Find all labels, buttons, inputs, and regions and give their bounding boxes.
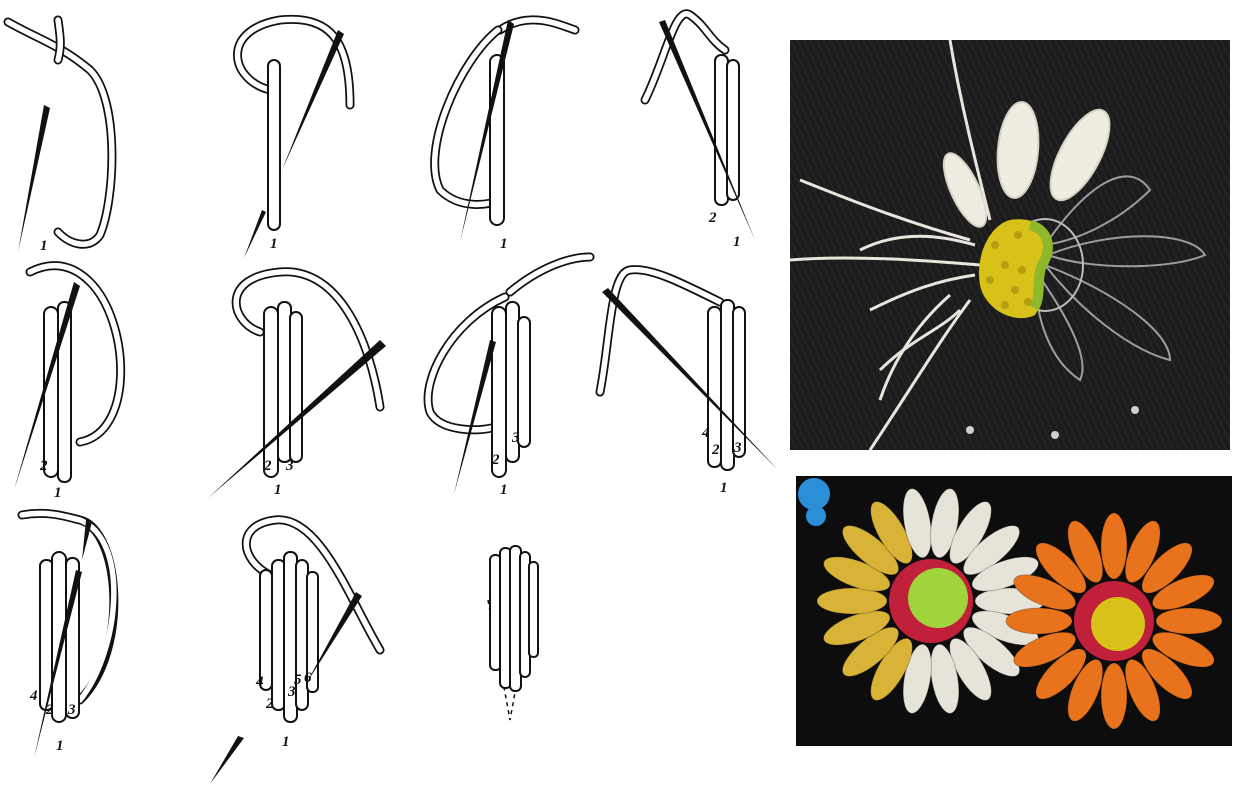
step-label: 1 (40, 238, 48, 254)
stitch-step-10: 4 3 5 6 2 1 (200, 500, 400, 786)
step-label: 1 (54, 485, 62, 501)
step-label: 2 (263, 458, 272, 474)
petal (1006, 608, 1072, 634)
stitch-step-6: 2 3 1 (200, 262, 400, 502)
step-label: 2 (491, 452, 500, 468)
step-label: 1 (282, 734, 290, 750)
petal (817, 588, 887, 614)
embroidery-photo-finished-flowers (796, 476, 1232, 746)
needle (602, 288, 778, 470)
petal (1101, 513, 1127, 579)
stitch-step-4: 2 1 (625, 0, 770, 260)
step-label: 1 (500, 236, 508, 252)
step-label: 1 (720, 480, 728, 496)
stitch-step-9: 4 2 3 1 (0, 500, 150, 760)
stitch-step-1: 1 (0, 0, 150, 260)
stitch-step-2: 1 (200, 0, 390, 260)
flower-center-left (889, 559, 973, 643)
petal (1156, 608, 1222, 634)
step-label: 5 (294, 672, 302, 688)
needle (282, 30, 344, 170)
stitch-step-5: 2 1 (0, 262, 150, 502)
step-label: 3 (511, 430, 520, 446)
step-label: 4 (29, 688, 38, 704)
step-label: 2 (708, 210, 717, 226)
stitch-step-11 (460, 540, 560, 730)
step-label: 1 (733, 234, 741, 250)
needle (454, 340, 496, 494)
stitch-step-8: 4 2 3 1 (590, 262, 780, 502)
step-label: 1 (270, 236, 278, 252)
step-label: 3 (285, 458, 294, 474)
step-label: 2 (265, 696, 274, 712)
step-label: 4 (701, 425, 710, 441)
needle (18, 105, 50, 252)
stitch-step-3: 1 (420, 0, 590, 260)
step-label: 3 (733, 440, 742, 456)
flower-center-right (1074, 581, 1154, 661)
step-label: 6 (304, 670, 312, 686)
step-label: 2 (39, 458, 48, 474)
step-label: 1 (274, 482, 282, 498)
needle (659, 20, 755, 240)
petal (1101, 663, 1127, 729)
embroidery-photo-daisy-in-progress (790, 40, 1230, 450)
step-label: 3 (67, 702, 76, 718)
stitch-step-7: 2 3 1 (420, 262, 590, 502)
step-label: 2 (45, 702, 54, 718)
needle (460, 20, 514, 242)
step-label: 2 (711, 442, 720, 458)
step-label: 4 (255, 674, 264, 690)
step-label: 1 (500, 482, 508, 498)
step-label: 1 (56, 738, 64, 754)
